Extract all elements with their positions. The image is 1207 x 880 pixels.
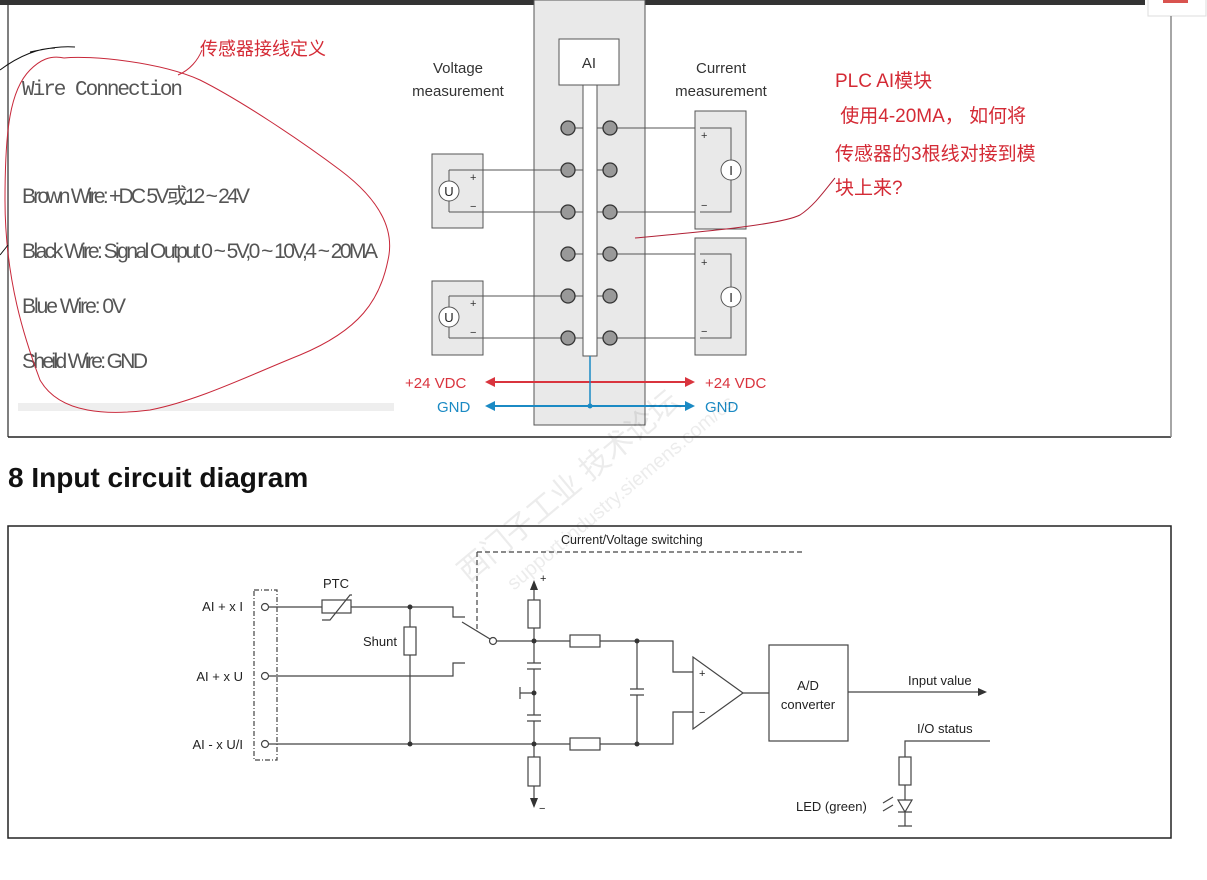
circuit-dots-and-arrows	[407, 580, 987, 808]
hand-drawn-loop	[4, 49, 391, 413]
section-heading: 8 Input circuit diagram	[8, 462, 309, 493]
supply-label-left: +24 VDC	[405, 375, 466, 392]
shield-wire-text: Sheild Wire: GND	[22, 350, 148, 373]
svg-text:−: −	[470, 327, 476, 339]
blue-wire-text: Blue Wire: 0V	[22, 295, 126, 318]
svg-text:−: −	[539, 803, 545, 815]
svg-text:+: +	[701, 130, 707, 142]
corner-button[interactable]	[1147, 0, 1207, 17]
wire-connection-image: Wire Connection Brown Wire: +DC 5V或12 ~ …	[18, 79, 394, 411]
io-status-label: I/O status	[917, 721, 973, 736]
corner-button-mark	[1163, 0, 1188, 3]
svg-text:−: −	[699, 707, 705, 719]
brown-wire-text: Brown Wire: +DC 5V或12 ~ 24V	[22, 185, 250, 208]
svg-text:−: −	[701, 200, 707, 212]
gnd-arrow	[485, 356, 695, 411]
svg-text:+: +	[470, 298, 476, 310]
wire-connection-title: Wire Connection	[22, 79, 181, 102]
current-source-symbol: I	[729, 163, 733, 178]
black-wire-text: Black Wire: Signal Output 0 ~ 5V,0 ~ 10V…	[22, 240, 378, 263]
svg-text:+: +	[699, 668, 705, 680]
terminal-label-current: AI + x I	[202, 599, 243, 614]
hand-drawn-marks	[0, 46, 76, 256]
current-source-symbol: I	[729, 290, 733, 305]
annotation-pointer	[634, 177, 836, 239]
input-value-label: Input value	[908, 673, 972, 688]
svg-text:+: +	[540, 573, 546, 585]
top-image-panel	[7, 5, 1172, 438]
gnd-label-left: GND	[437, 399, 471, 416]
polarity-marks: + − + − + − + −	[470, 130, 707, 339]
svg-text:+: +	[470, 172, 476, 184]
voltage-source-symbol: U	[444, 310, 453, 325]
ai-module-diagram	[431, 0, 747, 426]
voltage-label-1: Voltage	[433, 60, 483, 77]
ai-module-label: AI	[582, 55, 596, 72]
led-label: LED (green)	[796, 799, 867, 814]
terminal-label-voltage: AI + x U	[196, 669, 243, 684]
svg-text:传感器的3根线对接到模: 传感器的3根线对接到模	[835, 143, 1036, 165]
svg-text:使用4-20MA， 如何将: 使用4-20MA， 如何将	[835, 105, 1026, 127]
question-annotation: PLC AI模块 使用4-20MA， 如何将 传感器的3根线对接到模 块上来?	[835, 70, 1036, 199]
adc-label-2: converter	[781, 697, 836, 712]
current-label-1: Current	[696, 60, 747, 77]
current-label-2: measurement	[675, 83, 768, 100]
svg-text:块上来?: 块上来?	[835, 177, 903, 199]
svg-text:PLC AI模块: PLC AI模块	[835, 70, 932, 92]
supply-label-right: +24 VDC	[705, 375, 766, 392]
svg-text:−: −	[701, 326, 707, 338]
svg-text:−: −	[470, 201, 476, 213]
voltage-label-2: measurement	[412, 83, 505, 100]
switching-label: Current/Voltage switching	[561, 533, 703, 547]
sensor-wiring-annotation: 传感器接线定义	[200, 39, 326, 59]
shunt-label: Shunt	[363, 634, 397, 649]
adc-label-1: A/D	[797, 678, 819, 693]
input-circuit-diagram	[253, 551, 990, 827]
ptc-label: PTC	[323, 576, 349, 591]
svg-text:+: +	[701, 257, 707, 269]
terminal-label-common: AI - x U/I	[192, 737, 243, 752]
input-circuit-panel	[7, 525, 1172, 839]
voltage-source-symbol: U	[444, 184, 453, 199]
circuit-labels: AI + x I AI + x U AI - x U/I PTC Shunt C…	[192, 533, 973, 815]
gnd-label-right: GND	[705, 399, 739, 416]
